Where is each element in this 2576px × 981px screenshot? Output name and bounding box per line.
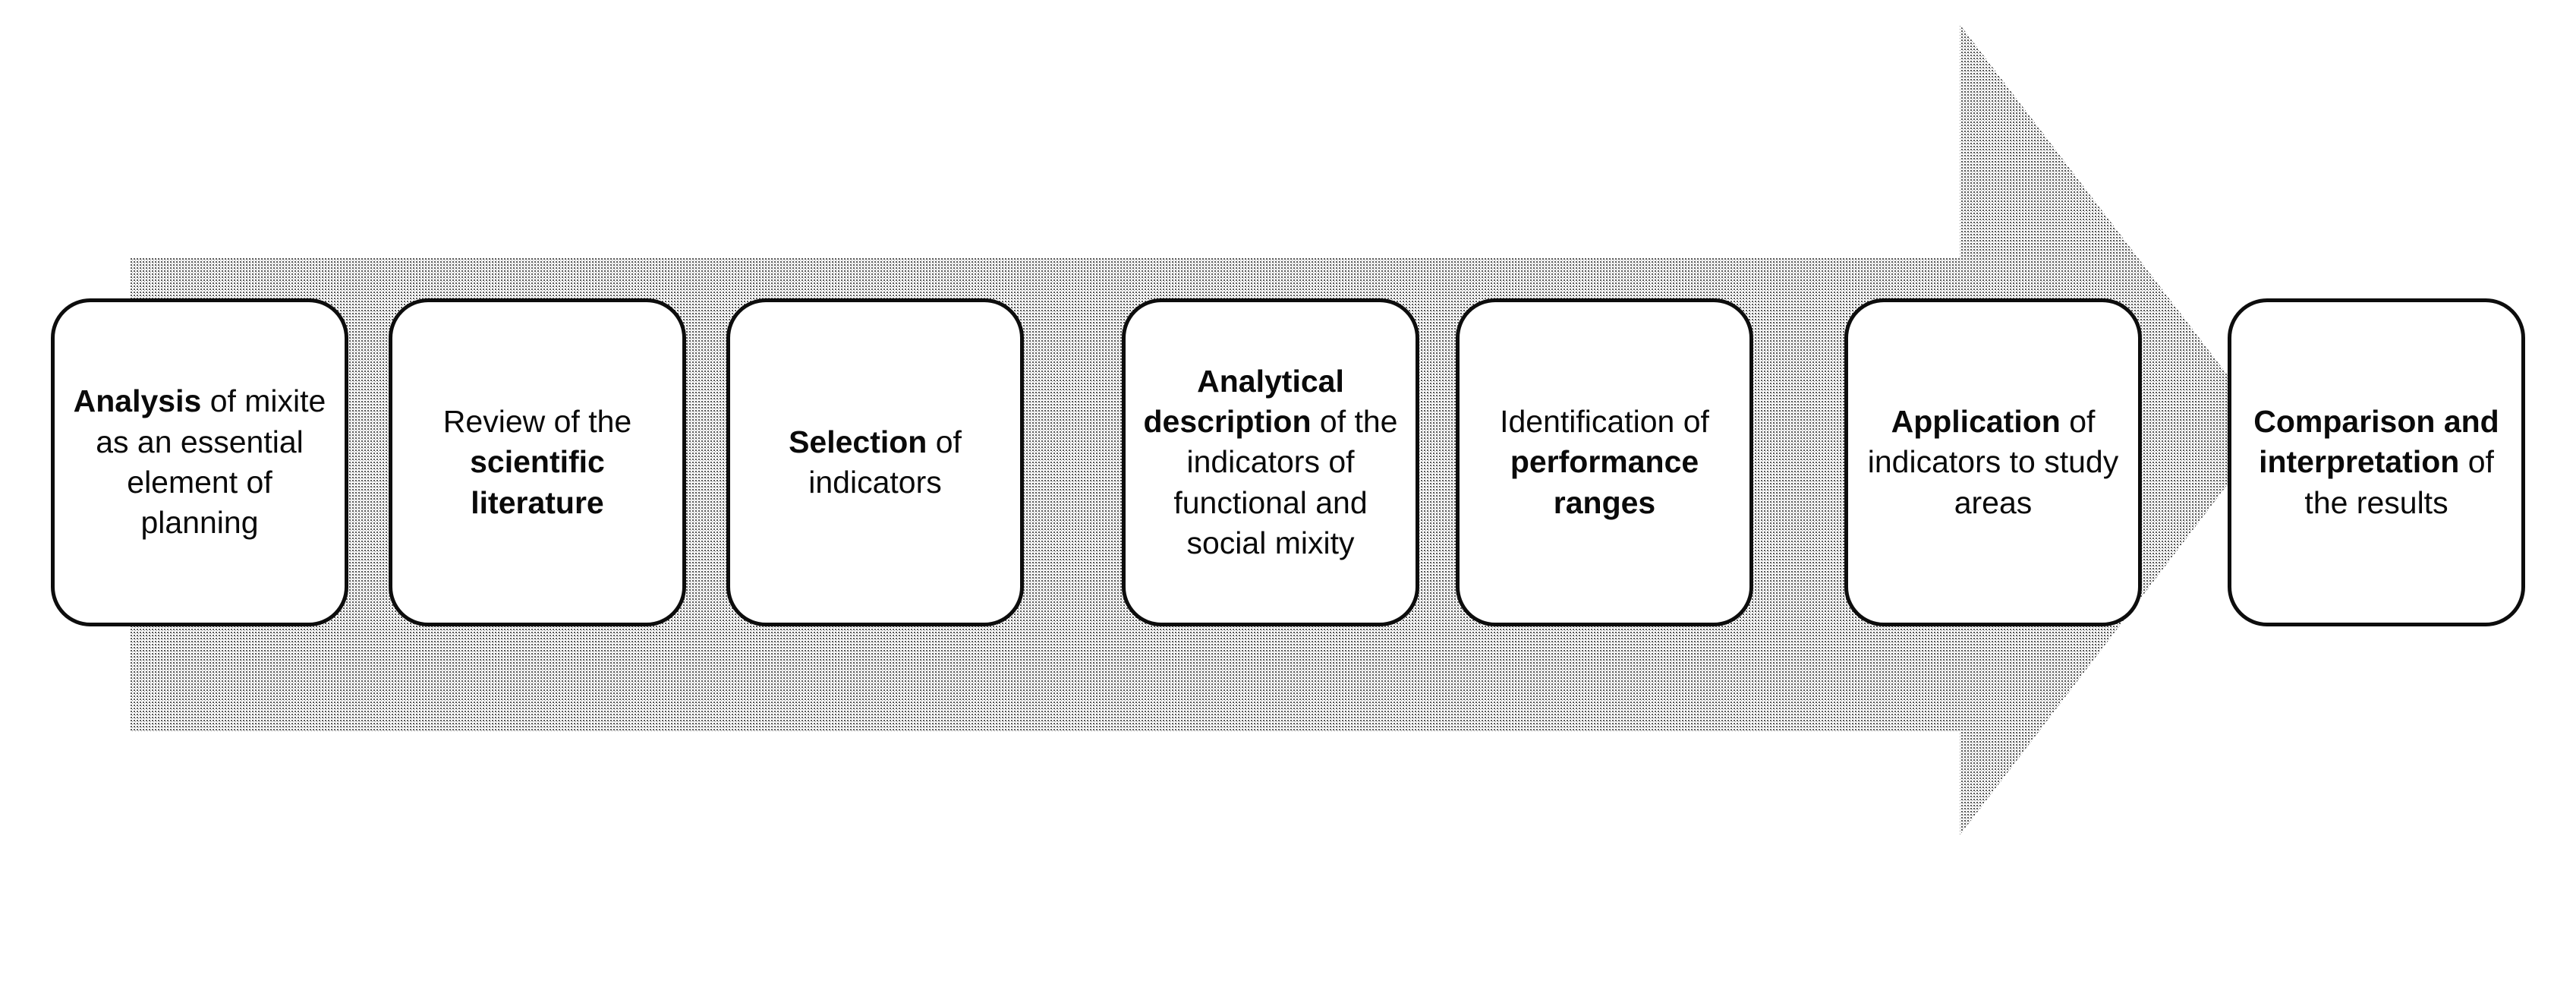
step-box-1[interactable]: Analysis of mixite as an essential eleme…: [51, 298, 348, 626]
step-rest-7: of the results: [2304, 444, 2494, 520]
step-lead-5: Identification of: [1500, 404, 1709, 440]
step-box-7[interactable]: Comparison and interpretation of the res…: [2228, 298, 2525, 626]
step-bold-7: Comparison and interpretation: [2253, 404, 2499, 480]
step-label-3: Selection of indicators: [741, 422, 1009, 503]
step-bold-1: Analysis: [73, 383, 202, 419]
step-label-4: Analytical description of the indicators…: [1136, 361, 1405, 563]
step-label-5: Identification of performance ranges: [1470, 402, 1739, 523]
step-bold-2: scientific literature: [470, 444, 605, 520]
step-rest-1: of mixite as an essential element of pla…: [96, 383, 326, 541]
step-box-2[interactable]: Review of the scientific literature: [389, 298, 686, 626]
step-label-7: Comparison and interpretation of the res…: [2242, 402, 2511, 523]
step-box-4[interactable]: Analytical description of the indicators…: [1122, 298, 1419, 626]
step-box-5[interactable]: Identification of performance ranges: [1456, 298, 1753, 626]
step-rest-4: of the indicators of functional and soci…: [1173, 404, 1398, 560]
step-bold-6: Application: [1891, 404, 2061, 440]
step-bold-4: Analytical description: [1143, 363, 1344, 440]
step-label-6: Application of indicators to study areas: [1859, 402, 2127, 523]
step-bold-5: performance ranges: [1510, 444, 1699, 520]
step-bold-3: Selection: [789, 424, 927, 459]
step-box-3[interactable]: Selection of indicators: [726, 298, 1024, 626]
step-lead-2: Review of the: [442, 404, 632, 440]
step-box-6[interactable]: Application of indicators to study areas: [1844, 298, 2142, 626]
step-rest-6: of indicators to study areas: [1867, 404, 2119, 520]
step-rest-3: of indicators: [808, 424, 962, 500]
step-label-2: Review of the scientific literature: [403, 402, 672, 523]
step-label-1: Analysis of mixite as an essential eleme…: [65, 381, 334, 543]
